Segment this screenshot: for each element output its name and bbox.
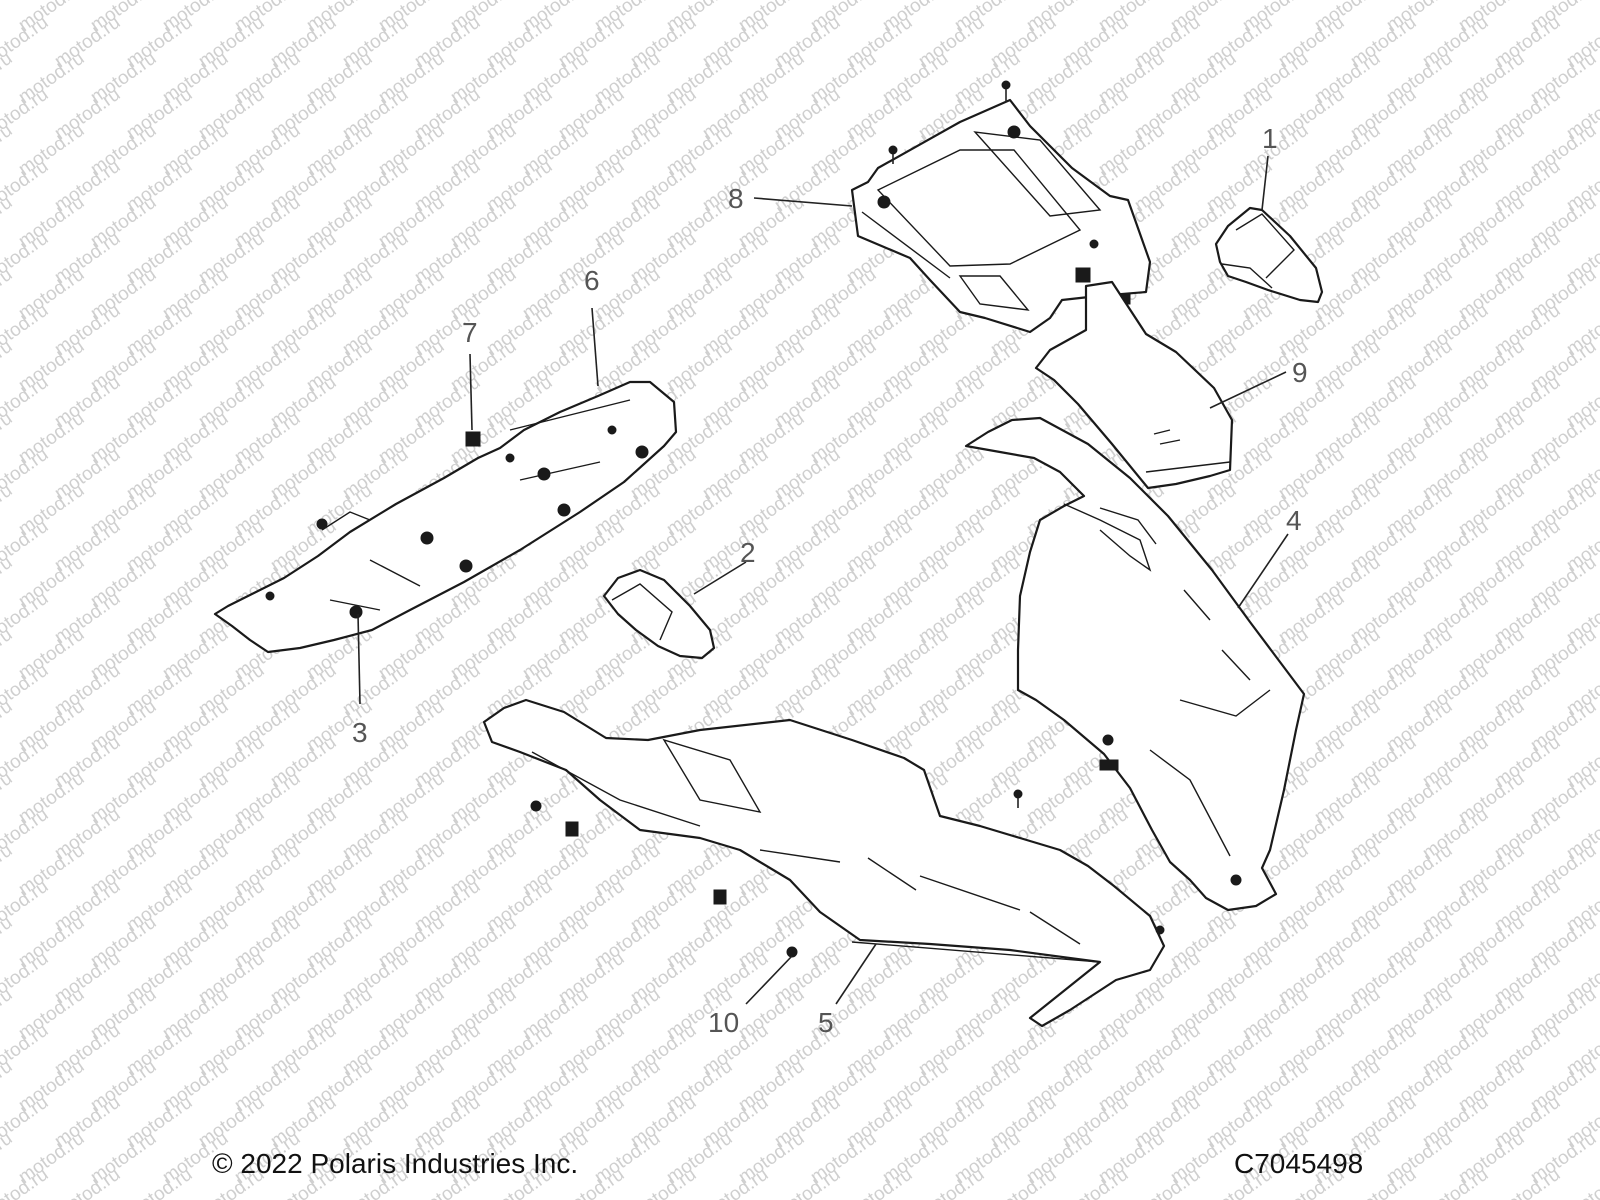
callout-10: 10 (708, 1007, 739, 1038)
watermark-text: motod.ru (0, 840, 16, 900)
watermark-text: motod.ru (0, 912, 16, 972)
callout-2: 2 (740, 537, 756, 568)
watermark-text: motod.ru (0, 624, 16, 684)
callout-6: 6 (584, 265, 600, 296)
watermark-text: motod.ru (0, 1056, 16, 1116)
watermark-text: motod.ru (0, 984, 16, 1044)
callout-7: 7 (462, 317, 478, 348)
watermark-text: motod.ru (0, 336, 16, 396)
watermark-text: motod.ru (0, 1128, 16, 1188)
callout-4: 4 (1286, 505, 1302, 536)
watermark-text: motod.ru (0, 552, 16, 612)
copyright-text: © 2022 Polaris Industries Inc. (212, 1148, 579, 1179)
callout-1: 1 (1262, 123, 1278, 154)
watermark-text: motod.ru (0, 120, 16, 180)
part-1-bracket (1214, 206, 1324, 304)
watermark-text: motod.ru (0, 408, 16, 468)
callout-5: 5 (818, 1007, 834, 1038)
diagram-code: C7045498 (1234, 1148, 1364, 1179)
watermark-text: motod.ru (1599, 0, 1600, 36)
watermark-text: motod.ru (0, 264, 16, 324)
watermark-text: motod.ru (1563, 1164, 1600, 1200)
watermark-text: motod.ru (0, 696, 16, 756)
watermark-text: motod.ru (0, 48, 16, 108)
callout-8: 8 (728, 183, 744, 214)
watermark-text: motod.ru (0, 480, 16, 540)
watermark-text: motod.ru (0, 768, 16, 828)
callout-9: 9 (1292, 357, 1308, 388)
callout-3: 3 (352, 717, 368, 748)
watermark-text: motod.ru (0, 192, 16, 252)
